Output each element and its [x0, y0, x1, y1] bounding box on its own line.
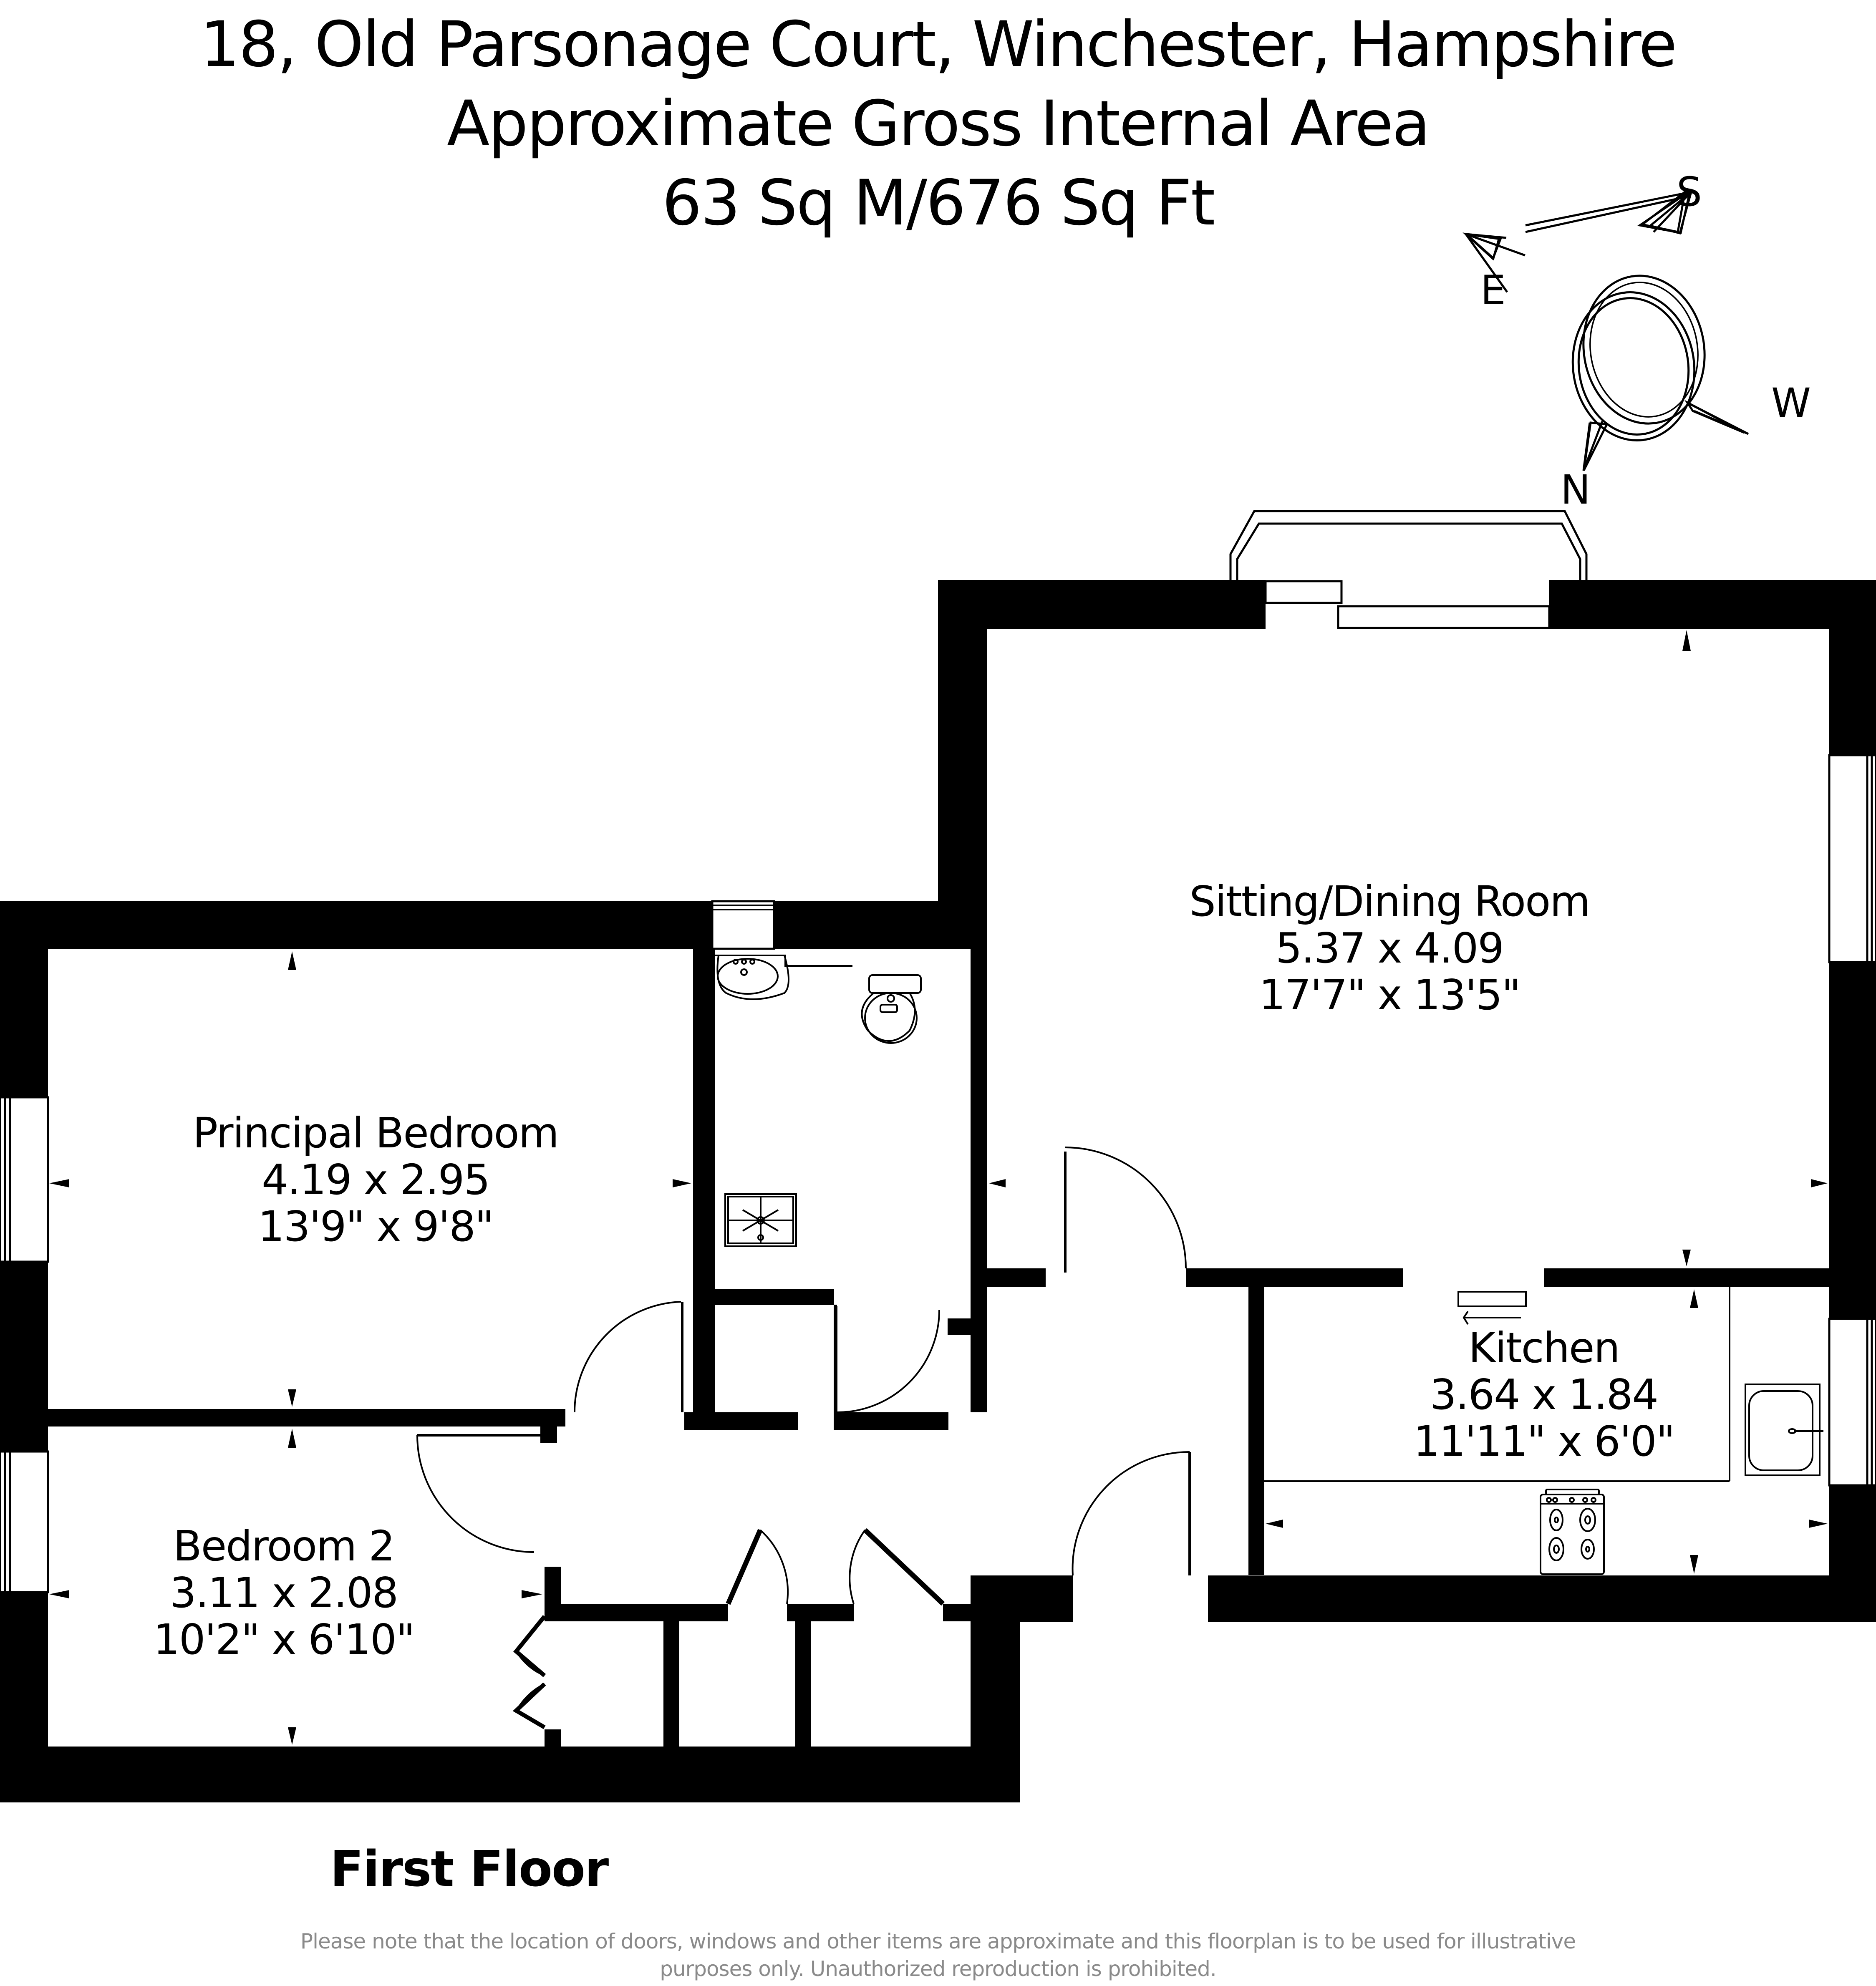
area-label: Approximate Gross Internal Area [446, 88, 1430, 160]
shower-icon [724, 1193, 797, 1247]
disclaimer: Please note that the location of doors, … [0, 1928, 1876, 1983]
windows [0, 510, 1876, 1593]
disclaimer-line-2: purposes only. Unauthorized reproduction… [660, 1957, 1217, 1981]
room-imperial: 13'9" x 9'8" [258, 1202, 494, 1251]
room-label-kitchen: Kitchen 3.64 x 1.84 11'11" x 6'0" [1356, 1325, 1732, 1465]
room-name: Principal Bedroom [192, 1109, 559, 1157]
room-imperial: 10'2" x 6'10" [153, 1615, 415, 1664]
room-label-principal-bedroom: Principal Bedroom 4.19 x 2.95 13'9" x 9'… [146, 1110, 605, 1250]
window-principal-bedroom [0, 1096, 49, 1263]
room-imperial: 11'11" x 6'0" [1413, 1417, 1675, 1466]
property-address: 18, Old Parsonage Court, Winchester, Ham… [200, 8, 1677, 81]
compass-arms-icon [1465, 190, 1749, 471]
window-kitchen-right [1828, 1318, 1876, 1487]
disclaimer-line-1: Please note that the location of doors, … [300, 1929, 1576, 1953]
room-metric: 5.37 x 4.09 [1275, 924, 1504, 973]
interior-walls [48, 943, 1829, 1747]
window-bedroom-2 [0, 1450, 49, 1593]
exterior-walls [0, 580, 1876, 1802]
room-metric: 3.64 x 1.84 [1430, 1370, 1659, 1419]
room-name: Sitting/Dining Room [1189, 877, 1590, 926]
compass-west-label: W [1771, 380, 1811, 426]
room-name: Bedroom 2 [173, 1522, 395, 1570]
compass-south-label: S [1677, 169, 1702, 215]
dimension-markers [49, 630, 1828, 1745]
toilet-icon [861, 974, 922, 1044]
sliding-door-icon [1457, 1291, 1527, 1325]
kitchen-sink-icon [1264, 1287, 1823, 1482]
bay-window [1229, 510, 1588, 629]
compass-north-label: N [1561, 466, 1591, 513]
room-metric: 4.19 x 2.95 [261, 1155, 490, 1204]
room-label-sitting-dining: Sitting/Dining Room 5.37 x 4.09 17'7" x … [1160, 878, 1619, 1018]
window-bathroom [711, 900, 775, 950]
room-label-bedroom-2: Bedroom 2 3.11 x 2.08 10'2" x 6'10" [96, 1523, 472, 1663]
room-name: Kitchen [1468, 1323, 1620, 1372]
room-metric: 3.11 x 2.08 [169, 1568, 398, 1617]
hob-icon [1540, 1489, 1605, 1575]
floor-label: First Floor [330, 1840, 609, 1898]
room-imperial: 17'7" x 13'5" [1259, 970, 1520, 1019]
bathroom-sink-icon [715, 955, 852, 1000]
area-value: 63 Sq M/676 Sq Ft [662, 167, 1215, 239]
window-sitting-right [1828, 754, 1876, 963]
title-block: 18, Old Parsonage Court, Winchester, Ham… [0, 0, 1876, 243]
compass-east-label: E [1480, 267, 1506, 314]
doors [416, 1147, 1191, 1729]
